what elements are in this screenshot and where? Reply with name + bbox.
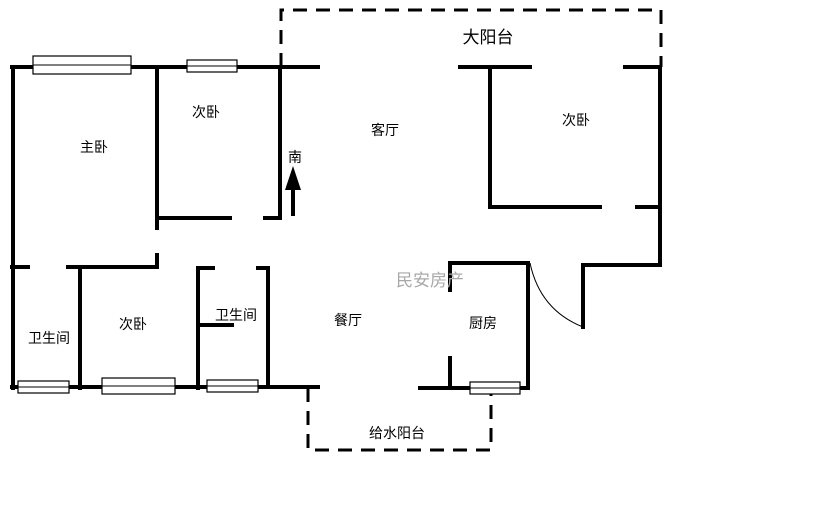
room-second-bedroom-top: 次卧 — [192, 105, 220, 121]
compass-label: 南 — [288, 150, 302, 166]
north-arrow: 南 — [285, 150, 302, 216]
room-kitchen: 厨房 — [469, 316, 497, 332]
room-dining-room: 餐厅 — [334, 313, 362, 329]
door-swing-arc — [529, 262, 584, 328]
big-balcony-outline — [279, 8, 663, 67]
room-big-balcony: 大阳台 — [463, 28, 514, 48]
room-service-balcony: 给水阳台 — [369, 426, 425, 442]
watermark: 民安房产 — [396, 271, 464, 291]
room-second-bedroom-bottom: 次卧 — [119, 317, 147, 333]
room-second-bedroom-right: 次卧 — [562, 113, 590, 129]
service-balcony-outline — [306, 388, 493, 452]
windows — [17, 55, 521, 395]
room-living-room: 客厅 — [371, 122, 399, 139]
room-bathroom-left: 卫生间 — [28, 331, 70, 347]
arrow-up-icon — [285, 166, 301, 216]
room-bathroom-middle: 卫生间 — [215, 308, 257, 324]
room-master-bedroom: 主卧 — [80, 140, 108, 156]
